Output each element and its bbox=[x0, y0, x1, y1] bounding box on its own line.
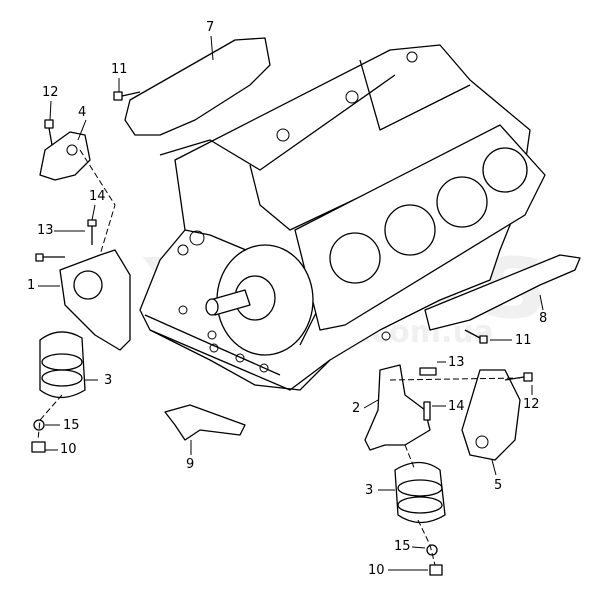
callout-3: 3 bbox=[104, 373, 113, 388]
callout-9: 9 bbox=[186, 457, 195, 472]
callout-3: 3 bbox=[365, 483, 374, 498]
callout-13: 13 bbox=[448, 355, 465, 370]
callout-12: 12 bbox=[523, 397, 540, 412]
engine-mount-3-right bbox=[394, 461, 446, 524]
crankshaft-pulley bbox=[205, 244, 314, 356]
heat-shield-7 bbox=[124, 37, 271, 136]
callout-14: 14 bbox=[89, 189, 106, 204]
callout-8: 8 bbox=[539, 311, 548, 326]
callout-11: 11 bbox=[515, 333, 532, 348]
callout-13: 13 bbox=[37, 223, 54, 238]
callout-7: 7 bbox=[206, 20, 215, 35]
callout-1: 1 bbox=[27, 278, 36, 293]
bracket-2 bbox=[364, 364, 431, 451]
callout-2: 2 bbox=[352, 401, 361, 416]
callout-5: 5 bbox=[494, 478, 503, 493]
callout-4: 4 bbox=[78, 105, 87, 120]
bolts bbox=[35, 91, 533, 421]
heat-shield-8 bbox=[424, 254, 581, 331]
engine-mount-3-left bbox=[39, 331, 86, 399]
callout-10: 10 bbox=[60, 442, 77, 457]
bracket-5 bbox=[461, 369, 521, 461]
part-9 bbox=[164, 404, 246, 441]
callout-15: 15 bbox=[394, 539, 411, 554]
callout-11: 11 bbox=[111, 62, 128, 77]
callout-10: 10 bbox=[368, 563, 385, 578]
callout-14: 14 bbox=[448, 399, 465, 414]
bracket-4 bbox=[39, 131, 91, 181]
callout-12: 12 bbox=[42, 85, 59, 100]
callout-15: 15 bbox=[63, 418, 80, 433]
leader-lines bbox=[38, 35, 544, 571]
head-gasket bbox=[294, 124, 546, 331]
